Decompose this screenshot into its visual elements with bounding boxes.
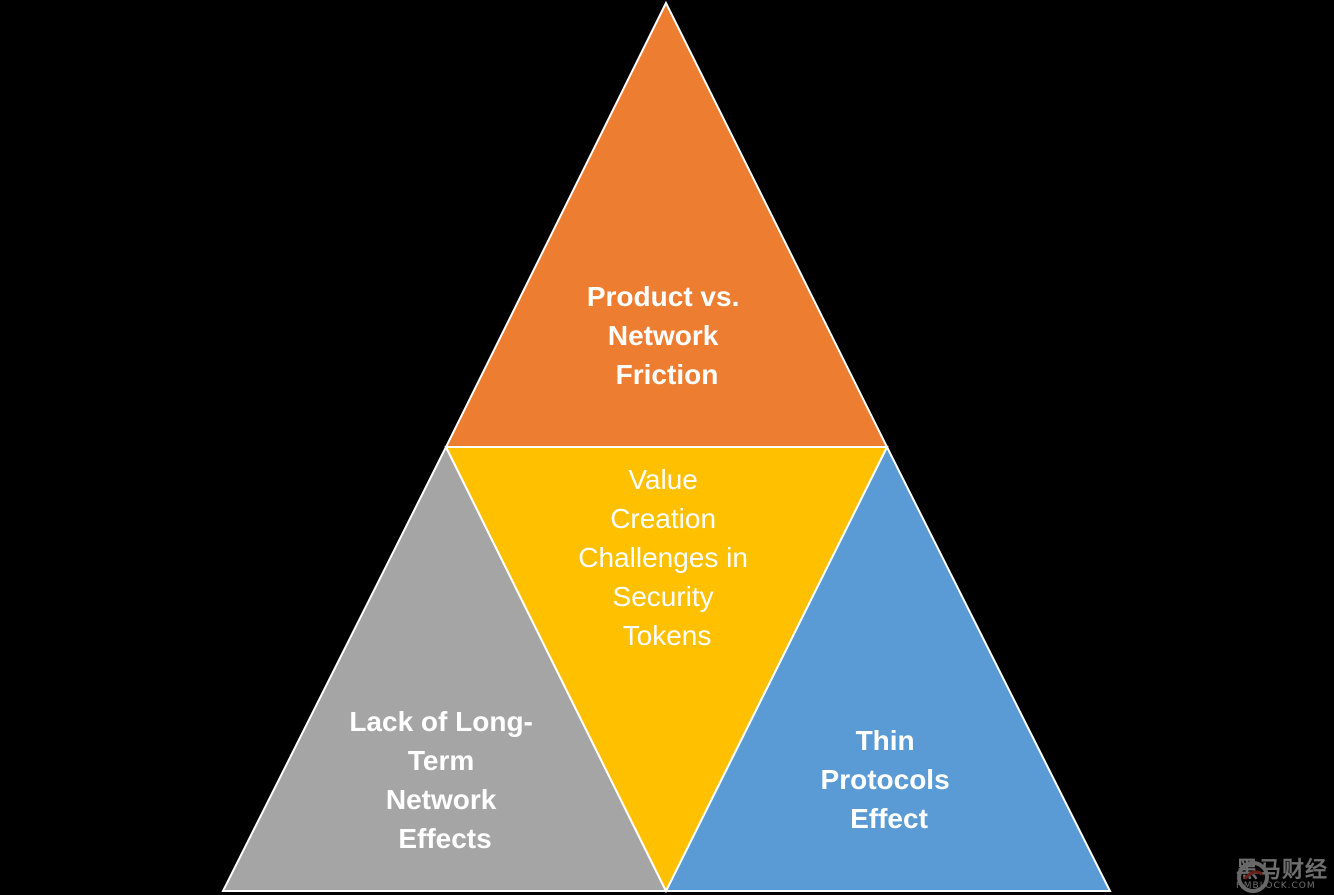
watermark-site: HMBLOCK.COM — [1235, 881, 1316, 891]
top-label-line: Friction — [616, 359, 719, 390]
top-label: Product vs. Network Friction — [587, 281, 747, 390]
center-label-line: Challenges in — [578, 542, 748, 573]
left-label-line: Lack of Long- — [349, 706, 533, 737]
left-label: Lack of Long- Term Network Effects — [349, 706, 540, 854]
center-label-line: Value — [628, 464, 698, 495]
triangle-center — [444, 446, 889, 894]
top-label-line: Product vs. — [587, 281, 739, 312]
center-label-line: Security — [613, 581, 714, 612]
left-label-line: Network — [386, 784, 497, 815]
left-label-line: Term — [408, 745, 474, 776]
center-label-line: Creation — [610, 503, 716, 534]
center-label-line: Tokens — [623, 620, 712, 651]
right-label-line: Effect — [850, 803, 928, 834]
hmblock-logo-icon — [1236, 861, 1269, 893]
center-label: Value Creation Challenges in Security To… — [578, 464, 755, 651]
right-label-line: Protocols — [821, 764, 950, 795]
left-label-line: Effects — [398, 823, 491, 854]
watermark: 黑马财经 HMBLOCK.COM — [1235, 860, 1328, 893]
right-label-line: Thin — [856, 725, 915, 756]
top-label-line: Network — [608, 320, 719, 351]
right-label: Thin Protocols Effect — [821, 725, 958, 834]
